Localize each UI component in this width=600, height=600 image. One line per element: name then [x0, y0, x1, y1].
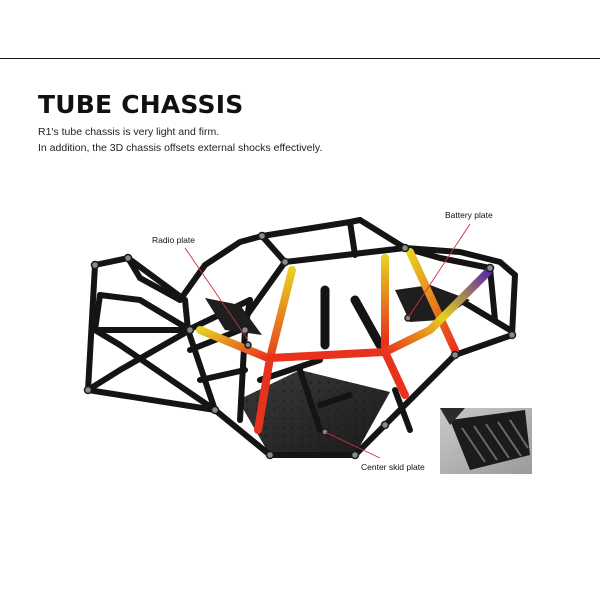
stress-highlight-tubes — [196, 248, 492, 434]
callout-radio-plate-label: Radio plate — [152, 235, 195, 245]
section-title: TUBE CHASSIS — [38, 90, 244, 119]
callout-radio-plate: Radio plate — [152, 235, 249, 341]
radio-plate — [205, 298, 262, 335]
callout-center-skid-plate-label: Center skid plate — [361, 462, 425, 472]
bolt-nodes — [83, 231, 517, 460]
description-line-2: In addition, the 3D chassis offsets exte… — [38, 142, 323, 154]
description-line-1: R1's tube chassis is very light and firm… — [38, 126, 220, 138]
callout-center-skid-plate: Center skid plate — [324, 431, 425, 472]
top-divider — [0, 58, 600, 59]
callout-battery-plate-label: Battery plate — [445, 210, 493, 220]
skid-plate-detail-inset — [440, 408, 532, 474]
chassis-tube-frame — [85, 217, 518, 458]
callout-battery-plate: Battery plate — [407, 210, 493, 319]
